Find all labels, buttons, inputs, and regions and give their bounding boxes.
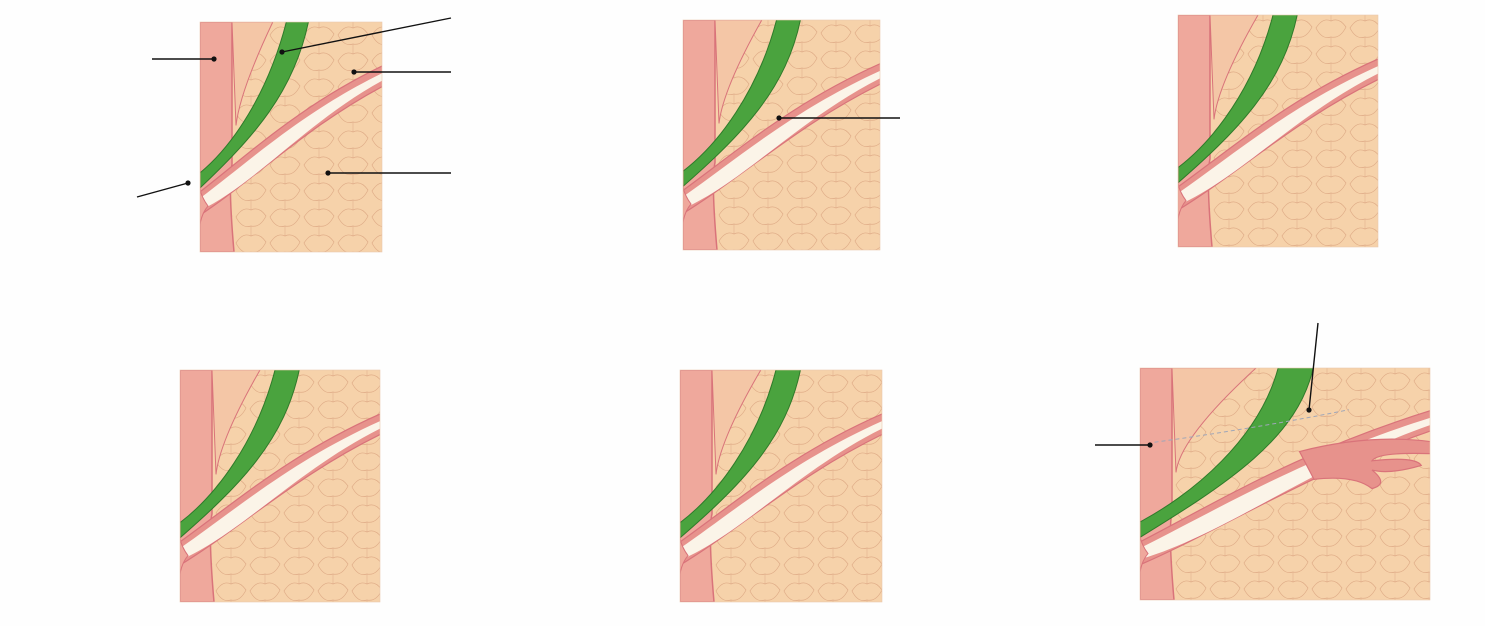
panel-border bbox=[682, 19, 881, 251]
muscle-band bbox=[680, 370, 801, 539]
duct-lumen bbox=[683, 70, 880, 209]
upper-wedge bbox=[231, 22, 274, 126]
anatomy-panel-2 bbox=[682, 19, 881, 251]
panel-border bbox=[679, 369, 883, 603]
leader-dot-8 bbox=[1147, 442, 1153, 448]
upper-wedge bbox=[211, 370, 261, 475]
skin-bulge bbox=[1178, 154, 1187, 247]
muscle-band bbox=[1178, 15, 1298, 184]
panel-border bbox=[1139, 367, 1431, 601]
upper-wedge bbox=[714, 20, 763, 124]
leader-dot-3 bbox=[351, 69, 357, 75]
leader-dot-7 bbox=[1306, 407, 1312, 413]
leader-line-5 bbox=[136, 182, 189, 198]
duct-branches bbox=[1298, 438, 1430, 490]
leader-line-2 bbox=[281, 17, 452, 53]
anatomy-panel-5 bbox=[679, 369, 883, 603]
upper-wedge bbox=[711, 370, 762, 475]
panel-border bbox=[179, 369, 381, 603]
duct-lumen bbox=[200, 73, 382, 211]
dermis-band bbox=[200, 22, 235, 252]
upper-wedge bbox=[1209, 15, 1259, 120]
skin-bulge bbox=[1140, 507, 1149, 600]
leader-dot-4 bbox=[325, 170, 331, 176]
dermis-band bbox=[683, 20, 718, 250]
dashed-trace bbox=[1154, 409, 1349, 443]
dermis-band bbox=[1178, 15, 1213, 247]
anatomy-panel-1 bbox=[199, 21, 383, 253]
muscle-band bbox=[200, 22, 309, 189]
anatomy-panel-4 bbox=[179, 369, 381, 603]
panel-border bbox=[199, 21, 383, 253]
muscle-band bbox=[1140, 368, 1314, 538]
leader-dot-1 bbox=[211, 56, 217, 62]
dermis-band bbox=[680, 370, 715, 602]
skin-bulge bbox=[200, 160, 209, 252]
skin-bulge bbox=[683, 158, 692, 250]
duct-lumen bbox=[180, 421, 380, 561]
skin-bulge bbox=[180, 509, 189, 602]
leader-dot-2 bbox=[279, 49, 285, 55]
muscle-band bbox=[180, 370, 300, 539]
skin-bulge bbox=[680, 509, 689, 602]
dermis-band bbox=[1140, 368, 1175, 600]
leader-dot-5 bbox=[185, 180, 191, 186]
upper-wedge bbox=[1171, 368, 1257, 473]
panel-border bbox=[1177, 14, 1379, 248]
duct-lumen bbox=[1178, 66, 1378, 206]
anatomy-panel-3 bbox=[1177, 14, 1379, 248]
anatomy-panel-6 bbox=[1139, 367, 1431, 601]
leader-dot-6 bbox=[776, 115, 782, 121]
dermis-band bbox=[180, 370, 215, 602]
leader-line-7 bbox=[1308, 322, 1319, 411]
muscle-band bbox=[683, 20, 801, 188]
duct-lumen bbox=[680, 421, 882, 561]
